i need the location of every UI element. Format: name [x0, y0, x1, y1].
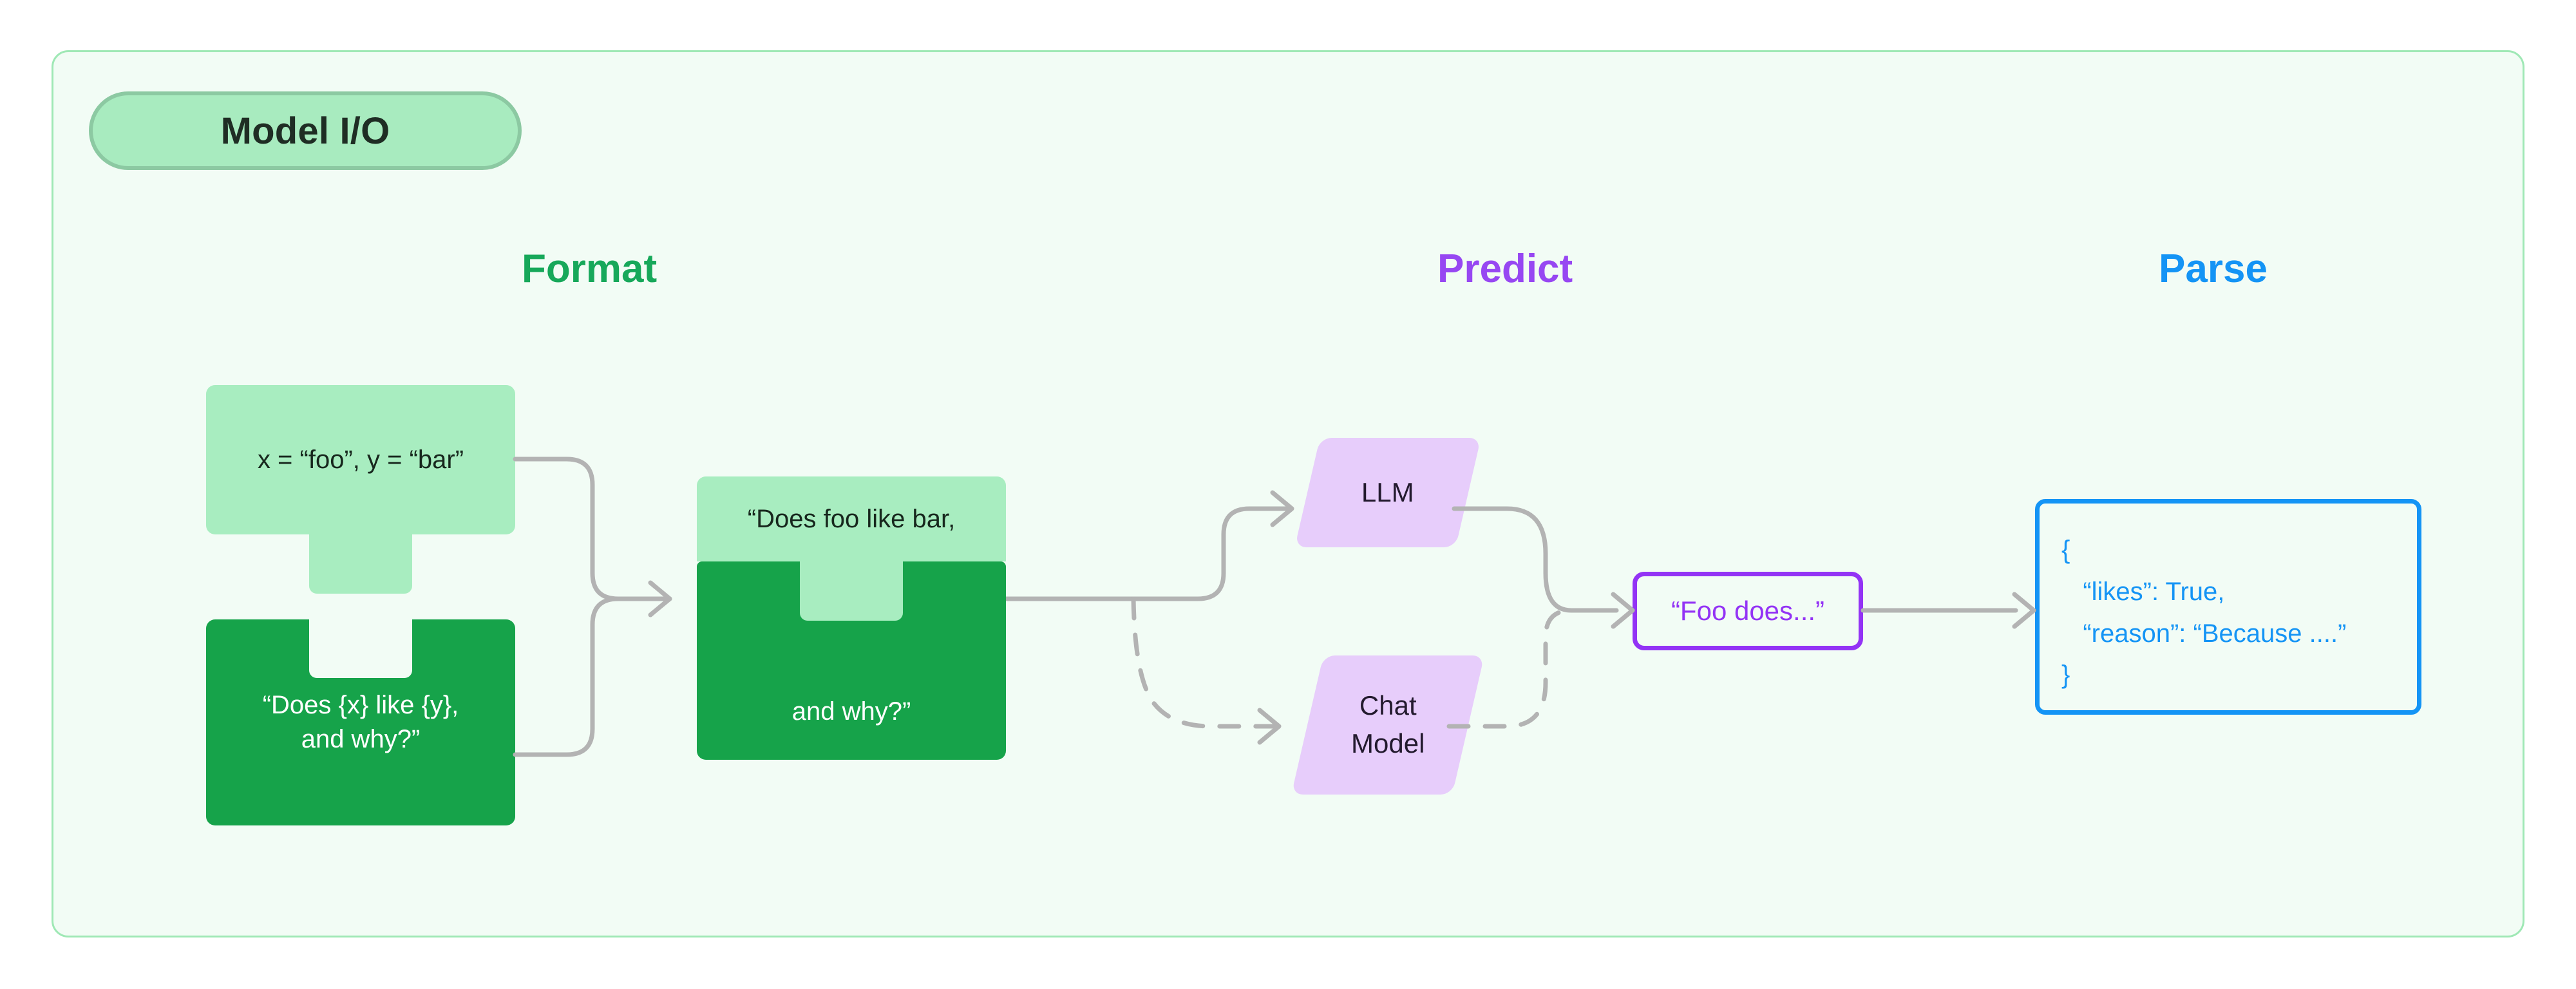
prediction-output-box: “Foo does...”: [1633, 572, 1863, 650]
llm-node-label: LLM: [1361, 476, 1414, 507]
prediction-output-text: “Foo does...”: [1671, 596, 1825, 626]
assembled-prompt-top-text: “Does foo like bar,: [747, 504, 956, 533]
column-title-parse: Parse: [2159, 247, 2268, 291]
prompt-template-text: “Does {x} like {y}, and why?”: [262, 691, 459, 753]
llm-node: LLM: [1294, 438, 1481, 547]
parsed-output-json: { “likes”: True, “reason”: “Because ....…: [2061, 536, 2347, 690]
prompt-template-puzzle-piece: “Does {x} like {y}, and why?”: [206, 619, 515, 825]
input-values-text: x = “foo”, y = “bar”: [257, 445, 464, 474]
column-title-predict: Predict: [1437, 247, 1573, 291]
column-title-format: Format: [522, 247, 658, 291]
model-io-badge: Model I/O: [89, 91, 522, 170]
assembled-prompt-piece: “Does foo like bar, and why?”: [697, 476, 1006, 760]
parsed-output-box: { “likes”: True, “reason”: “Because ....…: [2035, 499, 2421, 715]
chat-model-node-label: Chat Model: [1350, 690, 1425, 758]
assembled-prompt-tab: [800, 561, 903, 621]
model-io-badge-label: Model I/O: [220, 109, 390, 152]
chat-model-node: Chat Model: [1291, 655, 1484, 795]
assembled-prompt-bottom-text: and why?”: [791, 697, 911, 726]
input-values-puzzle-piece: x = “foo”, y = “bar”: [206, 385, 515, 594]
assembled-prompt-top-half: “Does foo like bar,: [697, 476, 1006, 561]
